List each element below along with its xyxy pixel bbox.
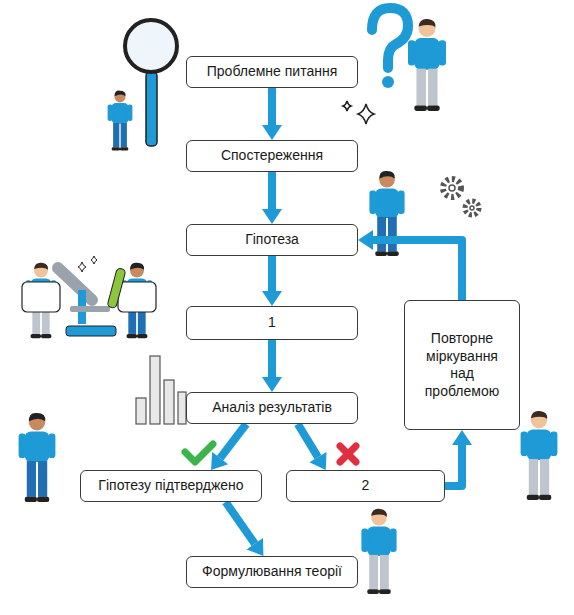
flow-arrow <box>268 88 276 125</box>
process-box: Проблемне питання <box>186 56 358 88</box>
cross-mark <box>340 446 356 462</box>
flow-arrow <box>445 445 462 486</box>
sparkles <box>343 101 374 124</box>
box-label: Проблемне питання <box>207 63 338 81</box>
process-box: 1 <box>186 306 358 340</box>
process-box: Повторне міркування над проблемою <box>404 300 520 430</box>
process-box: Формулювання теорії <box>186 556 358 588</box>
magnifier-person <box>108 20 177 151</box>
flow-arrow <box>373 240 462 300</box>
box-label: Повторне міркування над проблемою <box>413 330 511 400</box>
process-box: Гіпотезу підтверджено <box>80 470 262 502</box>
process-box: Спостереження <box>186 140 358 172</box>
flow-arrow <box>220 424 246 458</box>
question-mark <box>372 8 408 88</box>
flow-arrow <box>268 256 276 291</box>
thumbs-up-person <box>19 413 56 502</box>
box-label: 2 <box>362 477 370 495</box>
box-label: Спостереження <box>221 147 323 165</box>
box-label: Гіпотеза <box>245 231 299 249</box>
gears <box>443 179 479 215</box>
box-label: Аналіз результатів <box>212 399 332 417</box>
bar-chart <box>136 356 186 424</box>
scientists-microscope <box>22 256 156 338</box>
check-mark <box>185 444 213 462</box>
process-box: 2 <box>286 470 445 502</box>
flow-arrow <box>298 424 318 457</box>
flow-arrow <box>268 340 276 377</box>
box-label: Формулювання теорії <box>202 563 342 581</box>
box-label: Гіпотезу підтверджено <box>98 477 243 495</box>
pointing-person <box>408 19 446 111</box>
flow-arrow <box>226 502 255 544</box>
process-box: Аналіз результатів <box>186 392 358 424</box>
presenting-person <box>361 509 396 594</box>
process-box: Гіпотеза <box>186 224 358 256</box>
flow-arrow <box>268 172 276 209</box>
standing-person <box>521 411 558 500</box>
box-label: 1 <box>268 314 276 332</box>
